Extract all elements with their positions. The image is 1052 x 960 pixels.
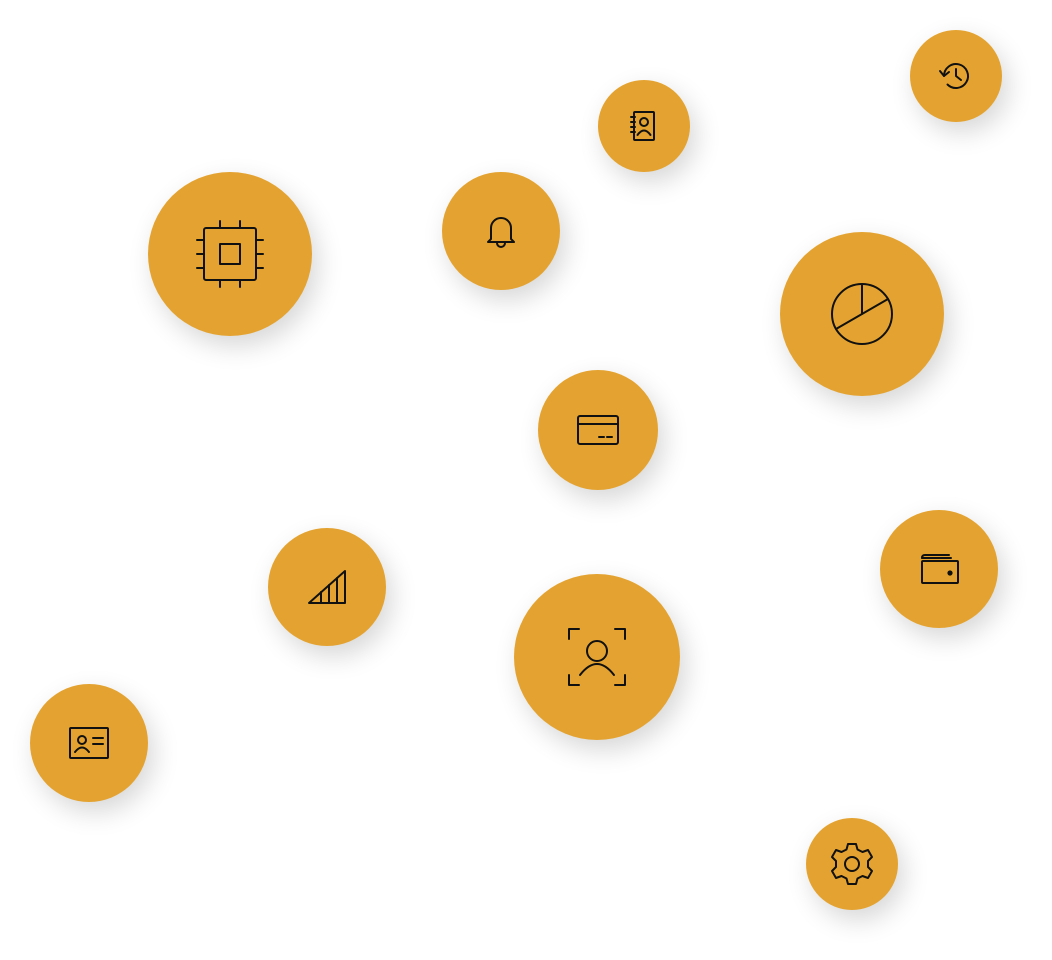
contacts-button[interactable]	[598, 80, 690, 172]
notifications-button[interactable]	[442, 172, 560, 290]
history-icon	[934, 54, 978, 98]
wallet-button[interactable]	[880, 510, 998, 628]
contact-book-icon	[622, 104, 666, 148]
pie-chart-icon	[826, 278, 898, 350]
wallet-icon	[917, 547, 961, 591]
signal-strength-icon	[305, 565, 349, 609]
bell-icon	[479, 209, 523, 253]
face-id-button[interactable]	[514, 574, 680, 740]
settings-button[interactable]	[806, 818, 898, 910]
credit-card-icon	[574, 406, 622, 454]
analytics-button[interactable]	[780, 232, 944, 396]
id-card-icon	[67, 721, 111, 765]
face-scan-icon	[565, 625, 629, 689]
signal-button[interactable]	[268, 528, 386, 646]
payment-card-button[interactable]	[538, 370, 658, 490]
processor-button[interactable]	[148, 172, 312, 336]
settings-gear-icon	[828, 840, 876, 888]
id-card-button[interactable]	[30, 684, 148, 802]
history-button[interactable]	[910, 30, 1002, 122]
cpu-chip-icon	[194, 218, 266, 290]
